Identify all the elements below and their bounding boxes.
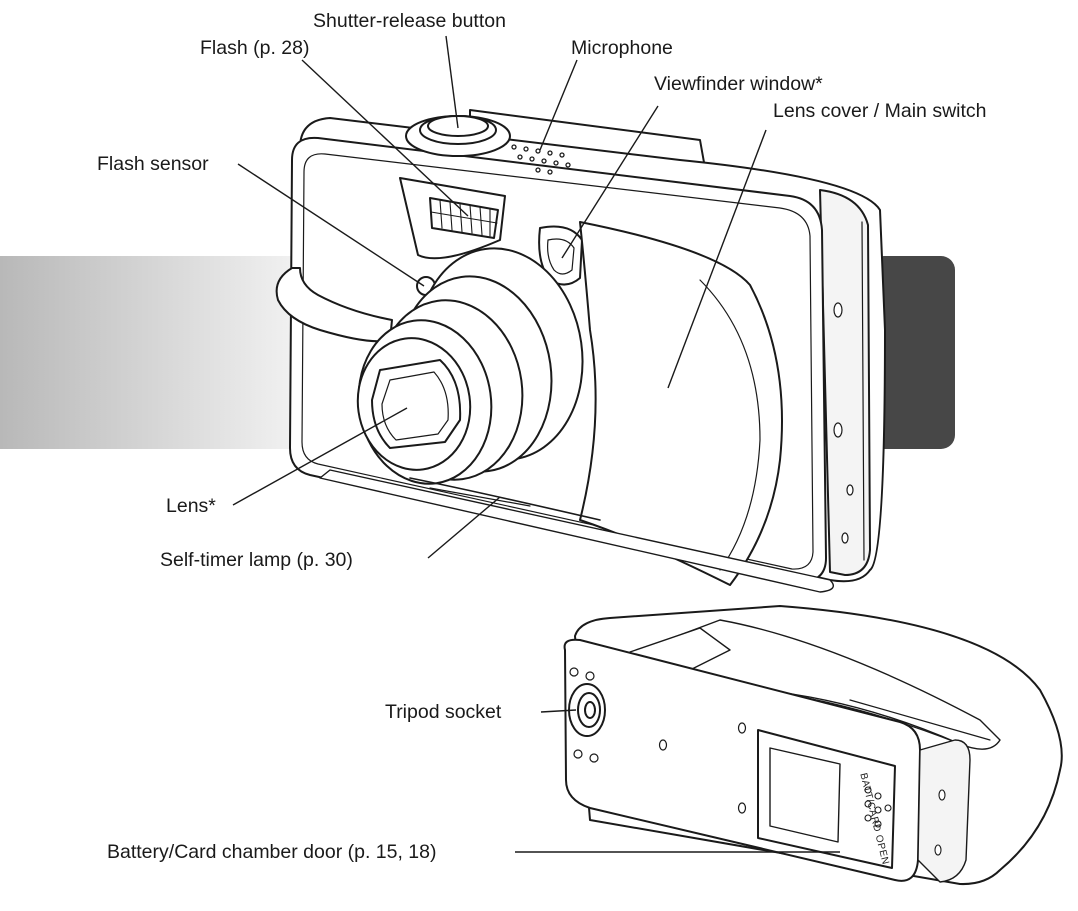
label-lens-cover-main-switch: Lens cover / Main switch bbox=[773, 100, 987, 122]
left-gray-band bbox=[0, 256, 300, 449]
battery-card-door bbox=[757, 729, 896, 869]
leader-self-timer bbox=[427, 496, 501, 559]
camera-grip bbox=[275, 267, 393, 343]
label-flash: Flash (p. 28) bbox=[200, 37, 310, 59]
bottom-camera bbox=[563, 605, 1063, 886]
label-self-timer-lamp: Self-timer lamp (p. 30) bbox=[160, 549, 353, 571]
leader-lens-cover bbox=[667, 129, 767, 389]
lens-barrel bbox=[356, 247, 584, 485]
leader-tripod bbox=[540, 709, 577, 713]
label-shutter-release-button: Shutter-release button bbox=[313, 10, 506, 32]
leader-lens bbox=[232, 407, 408, 506]
label-viewfinder-window: Viewfinder window* bbox=[654, 73, 823, 95]
label-microphone: Microphone bbox=[571, 37, 673, 59]
shutter-button bbox=[405, 115, 511, 157]
right-dark-band bbox=[870, 256, 955, 449]
self-timer-lamp bbox=[409, 477, 601, 521]
label-battery-card-door: Battery/Card chamber door (p. 15, 18) bbox=[107, 841, 437, 863]
lens-cover bbox=[579, 221, 783, 586]
leader-flash-sensor bbox=[237, 163, 425, 287]
leader-lines bbox=[232, 35, 840, 853]
flash-unit bbox=[399, 177, 506, 260]
leader-microphone bbox=[539, 59, 578, 151]
label-tripod-socket: Tripod socket bbox=[385, 701, 502, 723]
label-lens: Lens* bbox=[166, 495, 216, 517]
tripod-socket bbox=[568, 683, 606, 737]
leader-viewfinder bbox=[561, 105, 659, 259]
camera-right-side bbox=[819, 189, 871, 576]
microphone-holes bbox=[511, 144, 571, 175]
leader-flash bbox=[301, 59, 469, 217]
leader-shutter bbox=[445, 35, 459, 129]
lens-glass bbox=[371, 359, 462, 449]
front-camera bbox=[275, 109, 886, 593]
label-flash-sensor: Flash sensor bbox=[97, 153, 209, 175]
